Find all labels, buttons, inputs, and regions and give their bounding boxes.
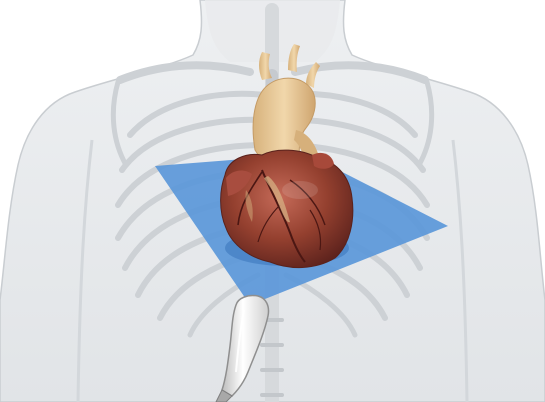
diagram-stage bbox=[0, 0, 545, 402]
ultrasound-diagram bbox=[0, 0, 545, 402]
